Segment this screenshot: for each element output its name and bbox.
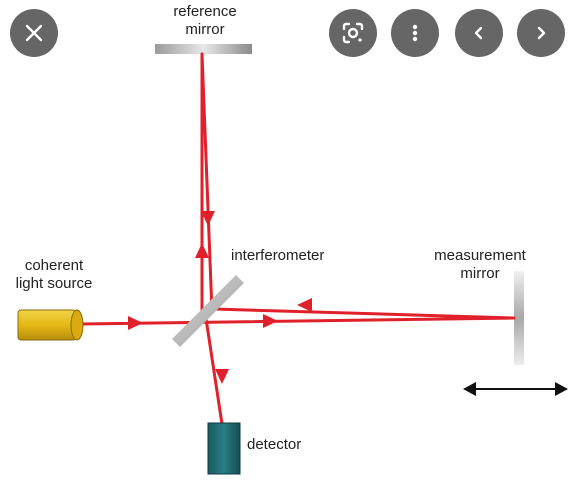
- lens-button[interactable]: [329, 9, 377, 57]
- next-button[interactable]: [517, 9, 565, 57]
- light-source-label-line1: coherent: [24, 257, 84, 274]
- laser-beams: [78, 52, 516, 426]
- chevron-right-icon: [537, 26, 546, 40]
- detector-label: detector: [247, 436, 301, 454]
- more-vertical-icon: [412, 24, 418, 42]
- measurement-mirror-label-line1: measurement: [434, 247, 526, 264]
- beam-splitter: [172, 275, 244, 347]
- lens-icon: [342, 22, 364, 44]
- measurement-mirror-label: measurement mirror: [420, 247, 540, 283]
- interferometer-label-text: interferometer: [231, 247, 325, 264]
- reference-mirror-label-line1: reference: [173, 3, 237, 20]
- reference-mirror-label: reference mirror: [160, 3, 250, 39]
- measurement-mirror: [514, 271, 524, 365]
- beam-arrows: [128, 211, 312, 384]
- interferometer-label: interferometer: [231, 247, 324, 265]
- measurement-mirror-label-line2: mirror: [460, 265, 500, 282]
- chevron-left-icon: [474, 26, 483, 40]
- detector-label-text: detector: [247, 436, 302, 453]
- light-source-label: coherent light source: [4, 257, 104, 293]
- movement-arrow: [463, 382, 568, 396]
- reference-mirror: [155, 44, 252, 54]
- light-source-label-line2: light source: [15, 275, 93, 292]
- light-source: [17, 309, 84, 341]
- more-button[interactable]: [391, 9, 439, 57]
- close-button[interactable]: [10, 9, 58, 57]
- reference-mirror-label-line2: mirror: [185, 21, 225, 38]
- previous-button[interactable]: [455, 9, 503, 57]
- detector-box: [207, 422, 241, 475]
- close-icon: [25, 24, 43, 42]
